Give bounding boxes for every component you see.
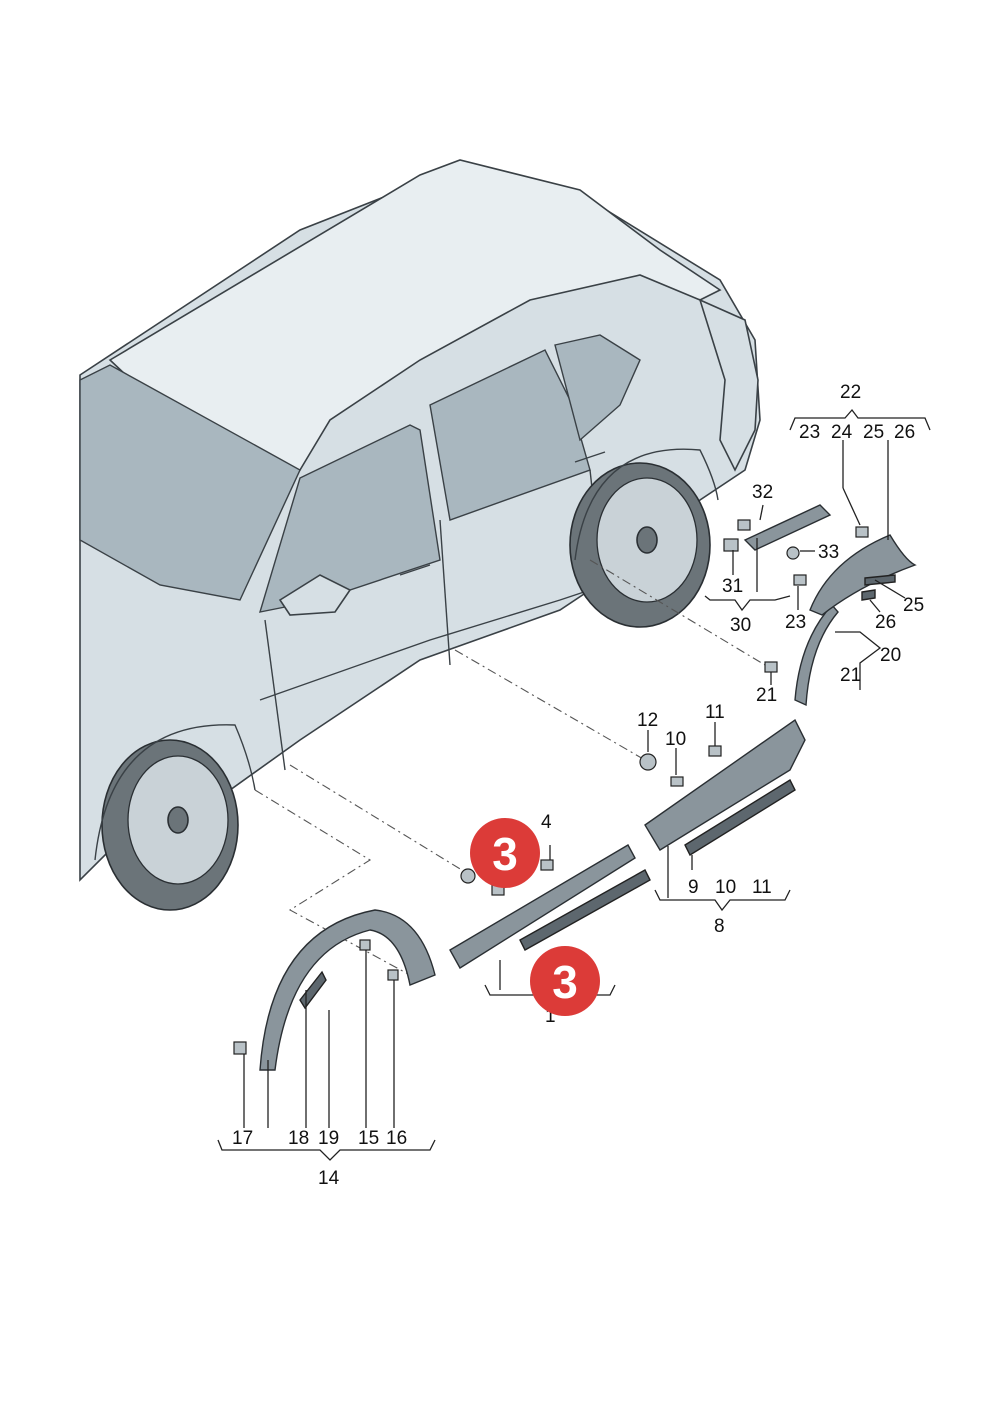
assembly-guide-lines xyxy=(254,559,766,976)
callout-1: 1 xyxy=(545,1006,556,1027)
callout-12: 12 xyxy=(637,710,658,731)
rear-sill-strip xyxy=(684,779,796,856)
callout-11: 11 xyxy=(705,702,725,723)
rear-sill-trim xyxy=(644,718,806,851)
parts xyxy=(233,504,917,1071)
rear-arch-trim-upper xyxy=(809,534,917,616)
callout-22: 22 xyxy=(840,382,861,403)
callout-19: 19 xyxy=(318,1128,339,1149)
front-wheel xyxy=(101,739,239,911)
callout-33: 33 xyxy=(818,542,839,563)
leader-lines xyxy=(217,408,931,1161)
callout-32: 32 xyxy=(752,482,773,503)
callout-21: 21 xyxy=(756,685,777,706)
callout-9: 9 xyxy=(688,877,699,898)
callout-21-right: 21 xyxy=(840,665,861,686)
callout-30: 30 xyxy=(730,615,751,636)
callout-25: 25 xyxy=(903,595,924,616)
callout-11-group8: 11 xyxy=(752,877,772,898)
callout-4: 4 xyxy=(541,812,552,833)
door-sill-strip xyxy=(519,869,651,951)
callout-18: 18 xyxy=(288,1128,309,1149)
callout-23-top: 23 xyxy=(799,422,820,443)
highlight-badge-upper: 3 xyxy=(470,818,540,888)
vehicle-illustration xyxy=(79,159,761,911)
callout-8: 8 xyxy=(714,916,725,937)
callout-17: 17 xyxy=(232,1128,253,1149)
callout-25-top: 25 xyxy=(863,422,884,443)
bracket xyxy=(743,504,832,551)
callout-26: 26 xyxy=(875,612,896,633)
rear-arch-trim-lower xyxy=(794,603,839,707)
callout-10-group8: 10 xyxy=(715,877,736,898)
callout-23: 23 xyxy=(785,612,806,633)
callout-16: 16 xyxy=(386,1128,407,1149)
door-sill-trim xyxy=(449,844,636,969)
highlight-badge-lower: 3 xyxy=(530,946,600,1016)
callout-10: 10 xyxy=(665,729,686,750)
callout-26-top: 26 xyxy=(894,422,915,443)
callout-20: 20 xyxy=(880,645,901,666)
badge-lower-text: 3 xyxy=(552,956,578,1008)
callout-31: 31 xyxy=(722,576,743,597)
callout-24: 24 xyxy=(831,422,853,443)
callout-14: 14 xyxy=(318,1168,340,1189)
badge-upper-text: 3 xyxy=(492,828,518,880)
callout-15: 15 xyxy=(358,1128,379,1149)
callout-labels: 1 4 8 9 10 11 10 11 12 14 15 16 17 18 19… xyxy=(232,382,924,1189)
rear-wheel xyxy=(569,462,711,628)
front-wheel-arch-trim xyxy=(259,909,436,1071)
